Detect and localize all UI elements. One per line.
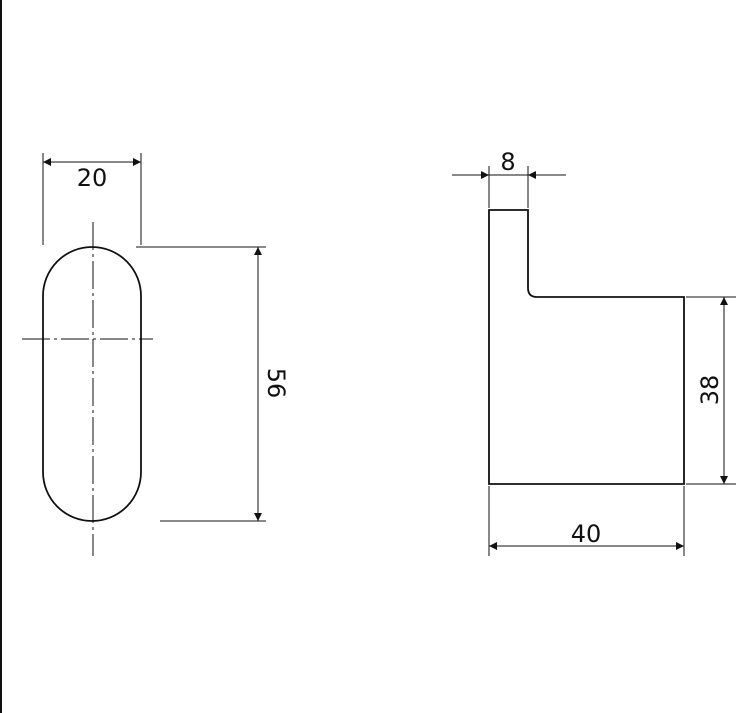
side-view-outline <box>488 209 685 485</box>
side-height-label: 38 <box>696 375 724 406</box>
side-thickness-label: 8 <box>500 148 515 176</box>
front-view-outline <box>42 246 142 522</box>
side-view: 8 38 40 <box>452 148 736 556</box>
front-height-label: 56 <box>262 368 290 399</box>
side-width-label: 40 <box>571 520 602 548</box>
front-width-label: 20 <box>77 164 108 192</box>
front-view: 20 56 <box>22 153 290 556</box>
